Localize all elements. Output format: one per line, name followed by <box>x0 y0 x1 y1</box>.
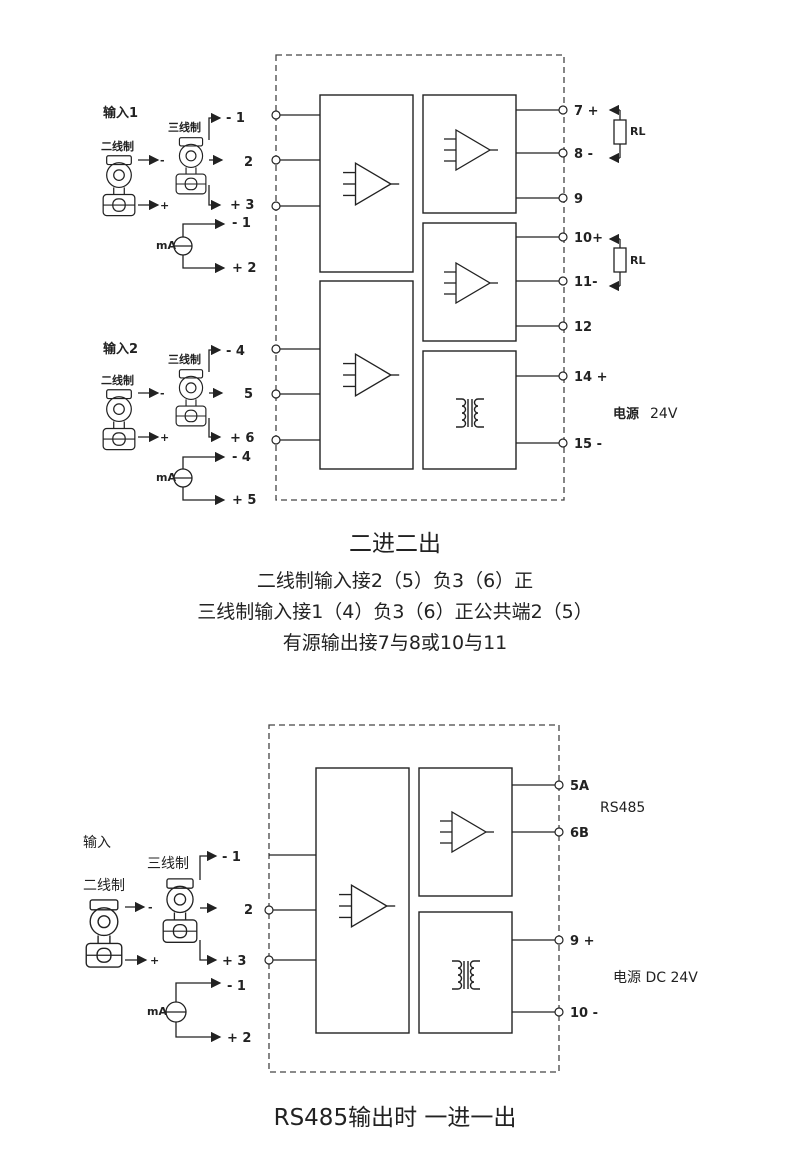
ma-label: mA <box>147 1005 167 1018</box>
terminal-label-5: 5 <box>244 387 253 402</box>
power-label: 电源 DC 24V <box>613 970 698 986</box>
module-outline <box>275 54 565 501</box>
terminal-6b: 6B <box>570 826 589 841</box>
rs485-block <box>418 767 513 897</box>
pressure-transmitter-icon <box>102 389 136 451</box>
pressure-transmitter-icon <box>102 155 136 217</box>
three-wire-label: 三线制 <box>147 856 189 872</box>
terminal-label-1: - 1 <box>226 111 245 126</box>
pressure-transmitter-icon <box>162 878 198 944</box>
terminal-10: 10 - <box>570 1006 598 1021</box>
pressure-transmitter-icon <box>175 137 207 195</box>
terminal-15: 15 - <box>574 437 602 452</box>
amplifier-icon <box>443 129 498 171</box>
caption-1-title: 二进二出 <box>349 531 441 557</box>
terminal-7: 7 + <box>574 104 598 119</box>
terminal-5a: 5A <box>570 779 589 794</box>
plus-sign: + <box>160 199 169 212</box>
amplifier-icon <box>443 262 498 304</box>
input-block-2 <box>319 280 414 470</box>
pressure-transmitter-icon <box>85 899 123 968</box>
terminal-label-1: - 1 <box>222 850 241 865</box>
input-label: 输入 <box>83 835 111 851</box>
ma-label: mA <box>156 239 176 252</box>
terminal-label-2: 2 <box>244 155 253 170</box>
terminal-label-2b: + 2 <box>232 261 256 276</box>
amplifier-icon <box>439 811 494 853</box>
terminal-label-5b: + 5 <box>232 493 256 508</box>
plus-sign: + <box>150 954 159 967</box>
module-outline <box>268 724 560 1073</box>
caption-2-title: RS485输出时 一进一出 <box>273 1105 517 1131</box>
rs485-label: RS485 <box>600 800 645 816</box>
terminal-14: 14 + <box>574 370 608 385</box>
terminal-label-6: + 6 <box>230 431 254 446</box>
minus-sign: - <box>148 901 153 914</box>
terminal-label-4: - 4 <box>226 344 245 359</box>
caption-1-line-3: 有源输出接7与8或10与11 <box>282 632 508 654</box>
caption-1-line-2: 三线制输入接1（4）负3（6）正公共端2（5） <box>197 601 593 623</box>
pressure-transmitter-icon <box>175 369 207 427</box>
power-block <box>418 911 513 1034</box>
two-wire-label: 二线制 <box>101 373 134 387</box>
terminal-12: 12 <box>574 320 592 335</box>
three-wire-label: 三线制 <box>168 352 201 366</box>
power-label: 电源 <box>613 406 639 422</box>
terminal-label-4b: - 4 <box>232 450 251 465</box>
caption-1-line-1: 二线制输入接2（5）负3（6）正 <box>256 570 534 592</box>
terminal-label-1b: - 1 <box>227 979 246 994</box>
terminal-11: 11- <box>574 275 598 290</box>
minus-sign: - <box>160 387 165 400</box>
input-block <box>315 767 410 1034</box>
terminal-9: 9 <box>574 192 583 207</box>
plus-sign: + <box>160 431 169 444</box>
minus-sign: - <box>160 154 165 167</box>
terminal-label-2: 2 <box>244 903 253 918</box>
output-block-2 <box>422 222 517 342</box>
diagram-two-in-two-out: 7 + 8 - 9 10+ 11- 12 14 + 15 - RL RL 电源 … <box>101 54 678 508</box>
terminal-label-1b: - 1 <box>232 216 251 231</box>
amplifier-icon <box>342 353 400 397</box>
two-wire-label: 二线制 <box>83 878 125 894</box>
amplifier-icon <box>338 884 396 928</box>
two-wire-label: 二线制 <box>101 139 134 153</box>
output-block-1 <box>422 94 517 214</box>
terminal-label-3: + 3 <box>222 954 246 969</box>
terminal-label-2b: + 2 <box>227 1031 251 1046</box>
load-resistor-label: RL <box>630 254 645 267</box>
load-resistor-label: RL <box>630 125 645 138</box>
amplifier-icon <box>342 162 400 206</box>
power-voltage: 24V <box>650 406 678 422</box>
terminal-10: 10+ <box>574 231 603 246</box>
transformer-icon <box>455 398 485 428</box>
ma-label: mA <box>156 471 176 484</box>
input-1-label: 输入1 <box>103 105 138 121</box>
terminal-8: 8 - <box>574 147 593 162</box>
terminal-label-3: + 3 <box>230 198 254 213</box>
diagram-rs485-one-in-one-out: 5A 6B 9 + 10 - RS485 电源 DC 24V - 1 2 + 3… <box>83 724 698 1073</box>
input-2-label: 输入2 <box>103 341 138 357</box>
transformer-icon <box>451 960 481 990</box>
power-block <box>422 350 517 470</box>
three-wire-label: 三线制 <box>168 120 201 134</box>
terminal-9: 9 + <box>570 934 594 949</box>
input-block-1 <box>319 94 414 273</box>
